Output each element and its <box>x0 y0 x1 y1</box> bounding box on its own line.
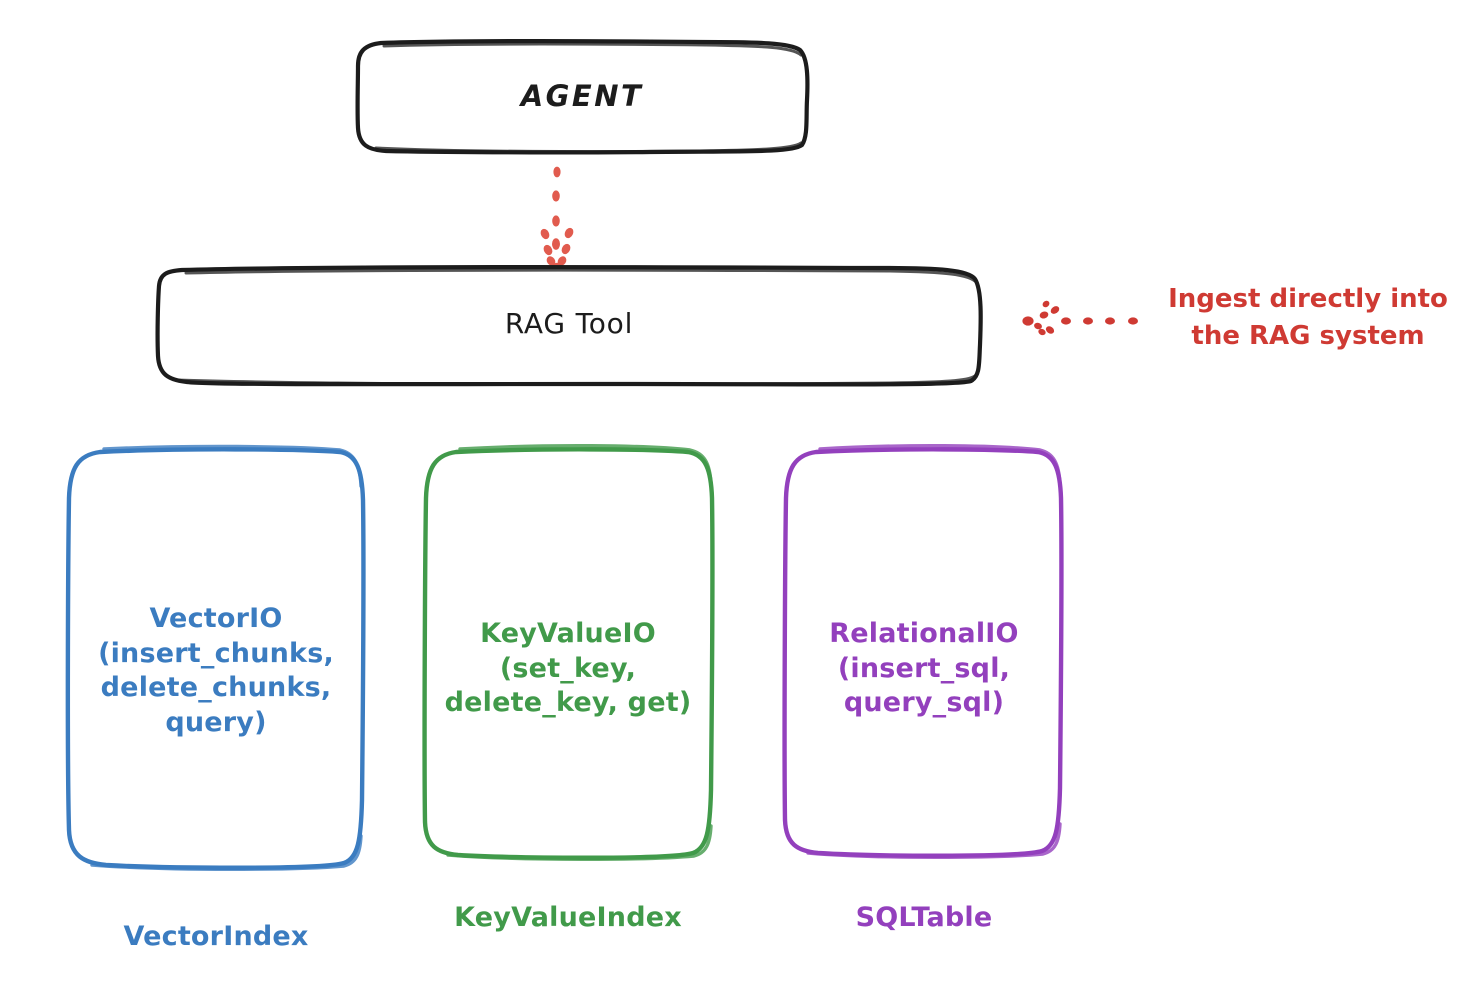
rag-tool-node[interactable] <box>155 265 983 387</box>
vector-io-box-sketch-overlay-bottom <box>90 834 363 871</box>
relational-io-node[interactable] <box>782 444 1064 859</box>
agent-box-sketch-overlay <box>382 42 803 57</box>
agent-to-rag-arrow <box>540 166 574 274</box>
relational-io-box-outline <box>782 447 1064 858</box>
diagram-canvas <box>65 38 1138 871</box>
ingest-note-arrow <box>1022 300 1138 336</box>
ingest-annotation-text: Ingest directly into the RAG system <box>1168 284 1448 351</box>
key-value-io-box-sketch-overlay <box>458 444 713 486</box>
relational-io-box-sketch-overlay <box>818 444 1062 486</box>
vector-io-box-sketch-overlay <box>102 444 363 488</box>
agent-node[interactable] <box>355 38 810 155</box>
rag-tool-box-sketch-overlay <box>184 268 979 285</box>
vector-io-index-text: VectorIndex <box>123 921 309 953</box>
vector-io-box-outline <box>65 447 366 870</box>
vector-io-node[interactable] <box>65 444 366 871</box>
agent-box-outline <box>355 38 810 155</box>
key-value-io-box-outline <box>422 447 715 860</box>
relational-io-box-sketch-overlay-bottom <box>806 822 1062 859</box>
agent-box-sketch-overlay-bottom <box>374 141 803 154</box>
rag-tool-box-sketch-overlay-bottom <box>174 374 977 386</box>
key-value-io-box-sketch-overlay-bottom <box>446 824 713 861</box>
rag-tool-box-outline <box>155 265 983 387</box>
key-value-io-node[interactable] <box>422 444 715 861</box>
